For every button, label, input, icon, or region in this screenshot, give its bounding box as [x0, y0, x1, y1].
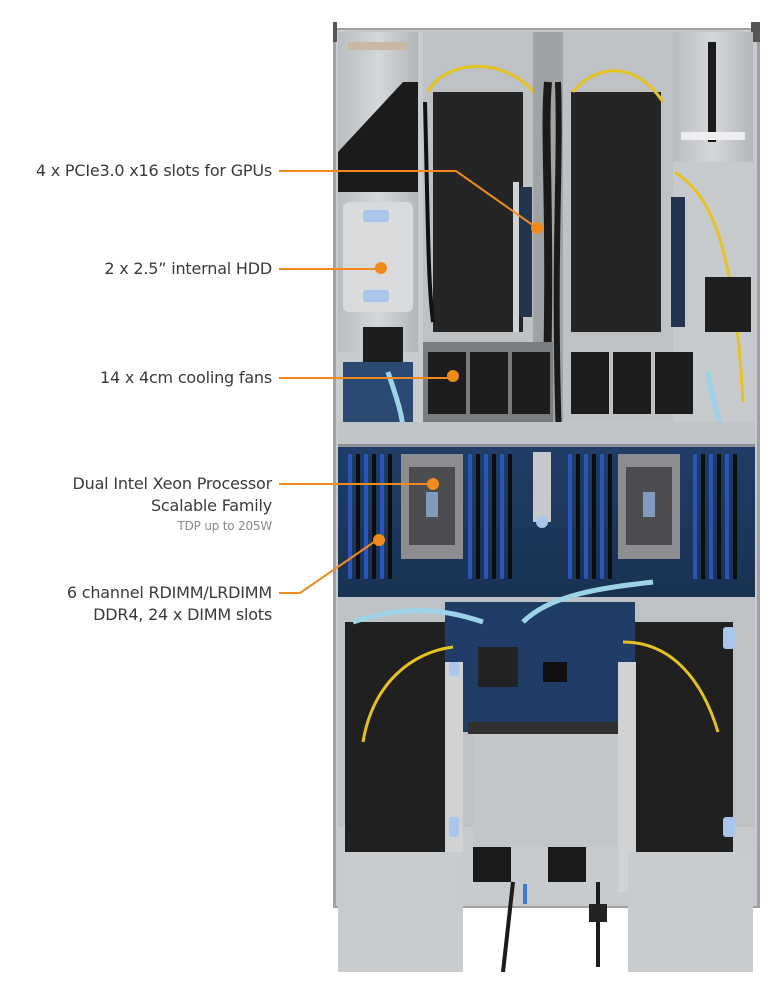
- callout-hdd: 2 x 2.5” internal HDD: [104, 258, 272, 280]
- callout-cpu-text: Dual Intel Xeon Processor: [72, 474, 273, 493]
- callout-hdd-text: 2 x 2.5” internal HDD: [104, 259, 272, 278]
- callout-cpu-text2: Scalable Family: [150, 496, 272, 515]
- callout-dimm-text2: DDR4, 24 x DIMM slots: [93, 605, 272, 624]
- callout-gpu-slots-text: 4 x PCIe3.0 x16 slots for GPUs: [35, 161, 272, 180]
- callout-cpu: Dual Intel Xeon Processor Scalable Famil…: [72, 473, 273, 535]
- callout-dimm-text: 6 channel RDIMM/LRDIMM: [66, 583, 272, 602]
- callout-fans: 14 x 4cm cooling fans: [100, 367, 272, 389]
- callout-dimm: 6 channel RDIMM/LRDIMM DDR4, 24 x DIMM s…: [67, 582, 272, 626]
- server-chassis-image: [333, 22, 760, 972]
- callout-fans-text: 14 x 4cm cooling fans: [99, 368, 272, 387]
- callout-gpu-slots: 4 x PCIe3.0 x16 slots for GPUs: [36, 160, 272, 182]
- callout-cpu-sub: TDP up to 205W: [177, 519, 273, 533]
